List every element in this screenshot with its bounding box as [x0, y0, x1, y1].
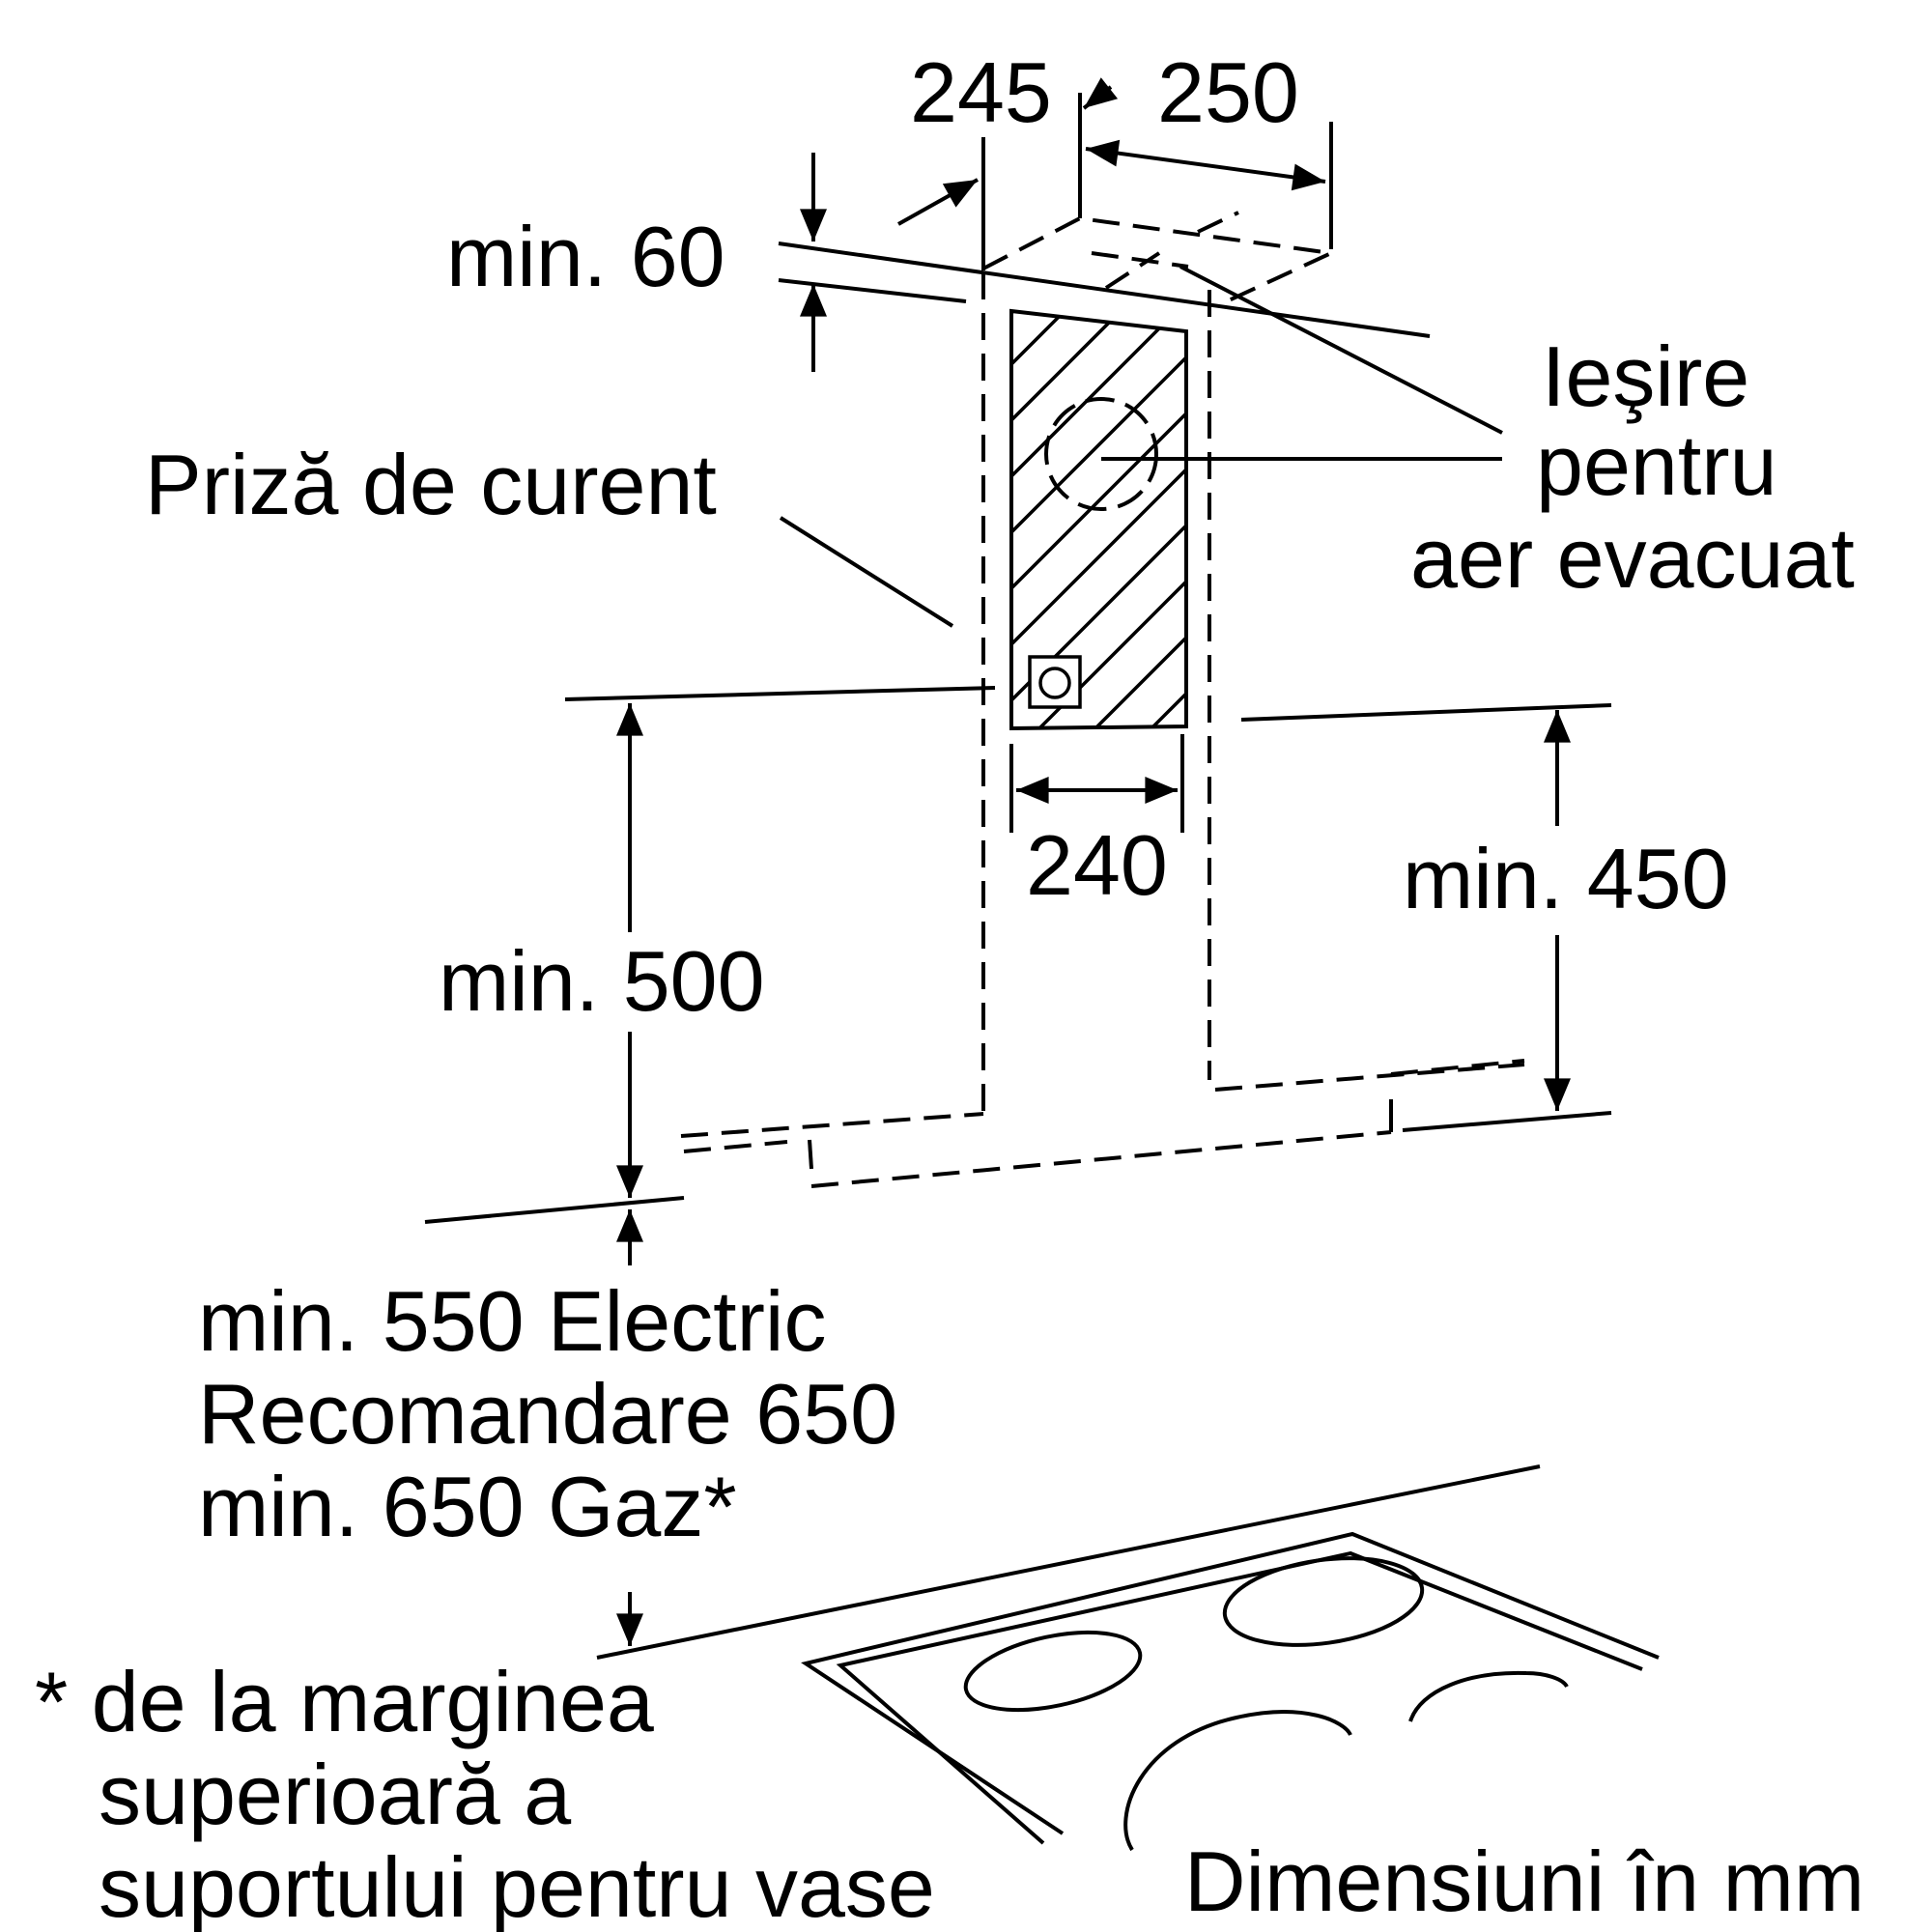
min-450-label: min. 450: [1403, 831, 1729, 926]
power-socket: [1028, 655, 1082, 709]
units-note: Dimensiuni în mm: [1184, 1833, 1864, 1929]
hatch-line: [1011, 311, 1186, 429]
dim-245-arrow: [897, 178, 979, 226]
socket-leader: [779, 516, 954, 628]
burner-front-right: [1408, 1670, 1569, 1722]
hood-bottom-right-edge-2: [1390, 1059, 1525, 1076]
distance-note-gas: min. 650 Gaz*: [198, 1459, 737, 1554]
min-500-label: min. 500: [439, 933, 765, 1029]
hood-bottom-left-edge: [680, 1112, 984, 1138]
outlet-leader-2: [1179, 265, 1503, 435]
hatch-line: [1011, 624, 1186, 726]
ceiling-line: [778, 242, 1431, 338]
footnote-line3: suportului pentru vase: [99, 1839, 935, 1932]
hatch-line: [1011, 311, 1186, 485]
installation-area-panel: [1005, 0, 1198, 1211]
hood-bottom-right-line: [1240, 703, 1612, 722]
hatch-line: [1011, 568, 1186, 726]
dim-245-label: 245: [910, 44, 1052, 140]
dim-250-left-pointer: [1082, 77, 1119, 110]
hatch-line: [1011, 311, 1186, 373]
outlet-label-line3: aer evacuat: [1410, 510, 1855, 606]
burner-front-left: [963, 1630, 1143, 1713]
outlet-label-line1: Ieşire: [1542, 328, 1749, 424]
cooktop: [596, 1464, 1660, 1852]
duct-top-inner-line-2: [1104, 251, 1161, 290]
dim-240-label: 240: [1026, 817, 1168, 913]
hood-bottom-left-edge-2: [683, 1140, 788, 1153]
ceiling-offset-line: [778, 278, 967, 303]
hob-reference-line: [424, 1196, 685, 1224]
footnote-line1: * de la marginea: [35, 1654, 654, 1749]
socket-label: Priză de curent: [145, 437, 717, 532]
dim-250-arrow: [1085, 139, 1326, 191]
burner-front-center: [1123, 1710, 1352, 1852]
hood-bottom-front-edge: [810, 1130, 1392, 1188]
duct-top-inner-line-3: [1197, 211, 1239, 234]
hatch-line: [1011, 456, 1186, 653]
hatch-line: [1011, 344, 1186, 541]
outlet-label-line2: pentru: [1536, 417, 1777, 513]
hood-bottom-front-left-tick: [808, 1139, 813, 1170]
distance-note-recommended: Recomandare 650: [198, 1366, 897, 1462]
distance-note-electric: min. 550 Electric: [198, 1273, 826, 1369]
hood-bottom-right-solid: [1402, 1111, 1612, 1132]
hatch-line: [1005, 1018, 1198, 1211]
hatch-line: [1005, 0, 1198, 35]
footnote-line2: superioară a: [99, 1747, 571, 1842]
burner-back-right: [1222, 1556, 1425, 1647]
min-60-label: min. 60: [446, 209, 725, 304]
hatch-line: [1005, 906, 1198, 1099]
dim-250-label: 250: [1157, 44, 1299, 140]
hatch-line: [1005, 962, 1198, 1155]
duct-top-inner-line: [1091, 251, 1189, 269]
hatch-line: [1011, 680, 1186, 726]
exhaust-outlet-circle: [1044, 397, 1158, 511]
hood-bottom-right-edge: [1214, 1063, 1525, 1092]
hatch-line: [1011, 400, 1186, 597]
hood-bottom-left-line: [564, 686, 996, 701]
duct-top-outline: [982, 215, 1339, 303]
